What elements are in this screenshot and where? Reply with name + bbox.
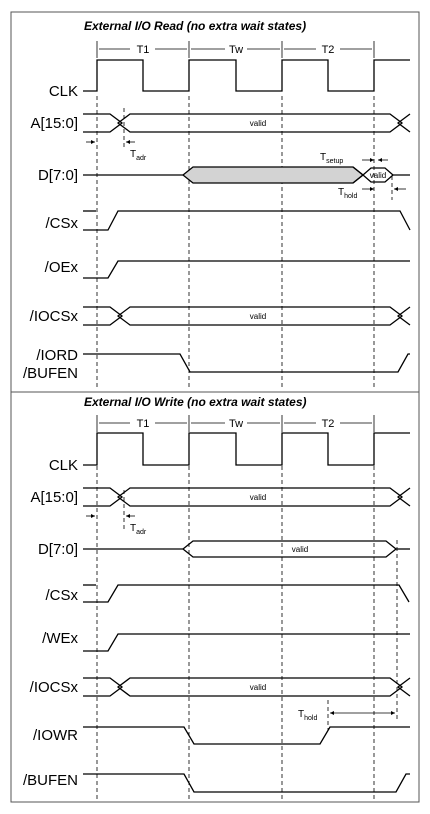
- signal-label-clk: CLK: [49, 457, 78, 474]
- cs-waveform: [83, 210, 411, 231]
- iocs-waveform: [83, 306, 124, 326]
- thold-label: Thold: [298, 709, 317, 722]
- iocs-valid-bus: [116, 306, 404, 326]
- signal-label-cs: /CSx: [45, 587, 78, 604]
- addr-valid-label: valid: [250, 493, 266, 502]
- signal-label-bufen: /BUFEN: [23, 772, 78, 789]
- addr-valid-bus: [116, 487, 404, 507]
- signal-label-iowr: /IOWR: [33, 727, 78, 744]
- addr-waveform: [83, 113, 124, 133]
- iocs-valid-label: valid: [250, 683, 266, 692]
- read-title: External I/O Read (no extra wait states): [84, 19, 306, 33]
- tsetup-label: Tsetup: [320, 152, 343, 165]
- cs-waveform: [83, 584, 410, 603]
- addr-valid-bus: [116, 113, 404, 133]
- iocs-waveform-end: [396, 306, 411, 326]
- clk-waveform: [83, 59, 410, 92]
- data-valid-bus: [181, 540, 398, 558]
- addr-waveform: [83, 487, 124, 507]
- signal-label-we: /WEx: [42, 630, 78, 647]
- tadr-arrowhead: [91, 514, 95, 518]
- signal-label-cs: /CSx: [45, 215, 78, 232]
- tadr-label: Tadr: [130, 149, 147, 162]
- tadr-arrowhead: [91, 140, 95, 144]
- tadr-label: Tadr: [130, 523, 147, 536]
- iord-waveform: [83, 353, 410, 373]
- signal-label-data: D[7:0]: [38, 541, 78, 558]
- read-panel-frame: [10, 11, 420, 393]
- thold-arrowhead: [394, 187, 398, 191]
- iocs-waveform: [83, 677, 124, 697]
- thold-arrowhead: [370, 187, 374, 191]
- data-read-window: [181, 166, 365, 184]
- signal-label-clk: CLK: [49, 83, 78, 100]
- phase-label-t1: T1: [137, 418, 150, 430]
- signal-label-bufen: /BUFEN: [23, 365, 78, 382]
- we-waveform: [83, 633, 410, 652]
- phase-label-t2: T2: [322, 418, 335, 430]
- bufen-waveform: [83, 773, 410, 793]
- iocs-waveform-end: [396, 677, 411, 697]
- iowr-waveform: [83, 726, 410, 745]
- phase-label-tw: Tw: [229, 418, 243, 430]
- signal-label-iocs: /IOCSx: [30, 308, 79, 325]
- data-valid-label: valid: [370, 171, 386, 180]
- addr-waveform-end: [396, 487, 411, 507]
- phase-label-tw: Tw: [229, 44, 243, 56]
- phase-label-t1: T1: [137, 44, 150, 56]
- addr-valid-label: valid: [250, 119, 266, 128]
- tadr-arrowhead: [126, 140, 130, 144]
- thold-arrowhead: [391, 711, 395, 715]
- oe-waveform: [83, 260, 410, 279]
- clk-waveform: [83, 432, 410, 466]
- write-title: External I/O Write (no extra wait states…: [84, 395, 307, 409]
- phase-label-t2: T2: [322, 44, 335, 56]
- thold-label: Thold: [338, 187, 357, 200]
- signal-label-addr: A[15:0]: [30, 115, 78, 132]
- write-panel-frame: [10, 391, 420, 803]
- addr-waveform-end: [396, 113, 411, 133]
- iocs-valid-label: valid: [250, 312, 266, 321]
- signal-label-addr: A[15:0]: [30, 489, 78, 506]
- signal-label-data: D[7:0]: [38, 167, 78, 184]
- signal-label-iord: /IORD: [36, 347, 78, 364]
- iocs-valid-bus: [116, 677, 404, 697]
- tsetup-arrowhead: [378, 158, 382, 162]
- signal-label-oe: /OEx: [45, 259, 79, 276]
- tsetup-arrowhead: [370, 158, 374, 162]
- thold-arrowhead: [330, 711, 334, 715]
- signal-label-iocs: /IOCSx: [30, 679, 79, 696]
- data-valid-label: valid: [292, 545, 308, 554]
- tadr-arrowhead: [126, 514, 130, 518]
